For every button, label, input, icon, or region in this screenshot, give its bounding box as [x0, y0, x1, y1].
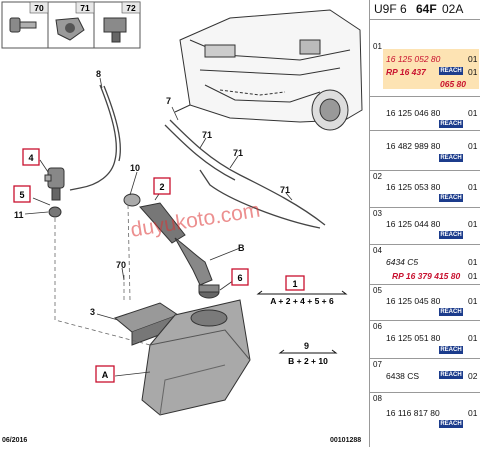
diagram-svg: 70 71 72 [1, 1, 363, 416]
callout-9: 9 [304, 341, 309, 351]
header-prefix: U9F 6 [374, 2, 407, 16]
inset-label-71: 71 [80, 3, 90, 13]
part-number: 6438 CS [386, 371, 420, 381]
small-parts-inset: 70 71 72 [1, 1, 141, 49]
filler-neck-part [123, 193, 213, 286]
kit-formulas: A + 2 + 4 + 5 + 6 B + 2 + 10 [256, 290, 348, 366]
reach-badge: REACH [439, 120, 463, 128]
clip-part-icon [55, 17, 85, 41]
callout-3: 3 [90, 307, 95, 317]
formula-2: B + 2 + 10 [288, 356, 328, 366]
part-qty: 01 [468, 219, 478, 229]
callout-6: 6 [237, 273, 242, 283]
parts-row-01b[interactable]: 16 125 046 80 01 REACH [370, 96, 480, 131]
parts-row-01c[interactable]: 16 482 989 80 01 REACH [370, 130, 480, 171]
callout-7: 7 [166, 96, 171, 106]
header-suffix: 02A [442, 2, 464, 16]
reach-badge: REACH [439, 154, 463, 162]
assembly-guide-lines [54, 204, 151, 346]
part-qty: 01 [468, 333, 478, 343]
van-front-illustration [174, 9, 363, 131]
part-qty: 01 [468, 108, 478, 118]
part-number: 16 125 046 80 [386, 108, 441, 118]
parts-row-06[interactable]: 06 16 125 051 80 01 REACH [370, 320, 480, 359]
callout-5: 5 [19, 190, 24, 200]
boxed-callouts: 4 5 2 6 A 1 [13, 148, 305, 383]
parts-row-04[interactable]: 04 6434 C5 01 RP 16 379 415 80 01 [370, 244, 480, 285]
connector-part-icon [103, 17, 127, 43]
reach-badge: REACH [439, 346, 463, 354]
row-number: 03 [373, 209, 382, 218]
row-number: 05 [373, 286, 382, 295]
part-number: 6434 C5 [386, 257, 419, 267]
parts-row-08[interactable]: 08 16 116 817 80 01 REACH [370, 392, 480, 432]
part-number: 16 125 053 80 [386, 182, 441, 192]
formula-1: A + 2 + 4 + 5 + 6 [270, 296, 334, 306]
reach-badge: REACH [439, 231, 463, 239]
callout-1: 1 [292, 279, 297, 289]
inset-label-70: 70 [34, 3, 44, 13]
part-qty: 01 [468, 141, 478, 151]
part-number: 16 125 044 80 [386, 219, 441, 229]
washer-reservoir-tank [141, 299, 251, 416]
parts-row-02[interactable]: 02 16 125 053 80 01 REACH [370, 170, 480, 208]
row-number: 04 [373, 246, 382, 255]
grommet-part [48, 206, 62, 218]
callout-A: A [102, 370, 109, 380]
row-number: 06 [373, 322, 382, 331]
callout-8: 8 [96, 69, 101, 79]
reach-badge: REACH [439, 67, 463, 75]
callout-70: 70 [116, 260, 126, 270]
row-number: 08 [373, 394, 382, 403]
washer-pump-part [44, 167, 65, 201]
part-qty: 01 [468, 54, 478, 64]
reach-badge: REACH [439, 371, 463, 379]
washer-hose-lines [69, 84, 326, 229]
part-number: 16 482 989 80 [386, 141, 441, 151]
part-number: 16 125 052 80 [386, 54, 441, 64]
part-qty-rp: 01 [468, 271, 478, 281]
screw-part-icon [9, 17, 37, 33]
part-qty: 01 [468, 182, 478, 192]
row-number: 01 [373, 42, 382, 51]
callout-2: 2 [159, 182, 164, 192]
part-number: 16 116 817 80 [386, 408, 440, 418]
part-number-rp: RP 16 437 [386, 67, 426, 77]
part-qty: 02 [468, 371, 478, 381]
row-highlight [383, 49, 479, 89]
reach-badge: REACH [439, 420, 463, 428]
part-number-rp-cont: 065 80 [440, 79, 466, 89]
callout-11: 11 [14, 210, 24, 220]
reach-badge: REACH [439, 194, 463, 202]
panel-header: U9F 6 64F 02A [370, 0, 480, 20]
part-number-rp: RP 16 379 415 80 [392, 271, 461, 281]
part-qty: 01 [468, 408, 478, 418]
parts-row-03[interactable]: 03 16 125 044 80 01 REACH [370, 207, 480, 245]
callout-labels: 8 7 71 71 71 10 11 B 70 3 9 [14, 69, 309, 351]
exploded-parts-diagram: 70 71 72 [1, 1, 363, 444]
filler-cap-part [198, 284, 220, 299]
row-number: 07 [373, 360, 382, 369]
callout-B: B [238, 243, 245, 253]
header-bold: 64F [416, 2, 437, 16]
parts-row-07[interactable]: 07 6438 CS REACH 02 [370, 358, 480, 393]
footer-code: 00101288 [330, 437, 362, 444]
part-number: 16 125 045 80 [386, 296, 441, 306]
row-number: 02 [373, 172, 382, 181]
part-qty: 01 [468, 296, 478, 306]
parts-row-01[interactable]: 01 16 125 052 80 01 RP 16 437 REACH 01 0… [370, 40, 480, 97]
footer-date: 06/2016 [2, 437, 28, 444]
callout-10: 10 [130, 163, 140, 173]
callout-4: 4 [28, 153, 33, 163]
parts-list-panel: U9F 6 64F 02A 01 16 125 052 80 01 RP 16 … [369, 0, 480, 447]
callout-71-a: 71 [202, 130, 212, 140]
part-qty: 01 [468, 257, 478, 267]
callout-71-b: 71 [233, 148, 243, 158]
reach-badge: REACH [439, 308, 463, 316]
parts-row-05[interactable]: 05 16 125 045 80 01 REACH [370, 284, 480, 321]
callout-71-c: 71 [280, 185, 290, 195]
part-number: 16 125 051 80 [386, 333, 441, 343]
inset-label-72: 72 [126, 3, 136, 13]
